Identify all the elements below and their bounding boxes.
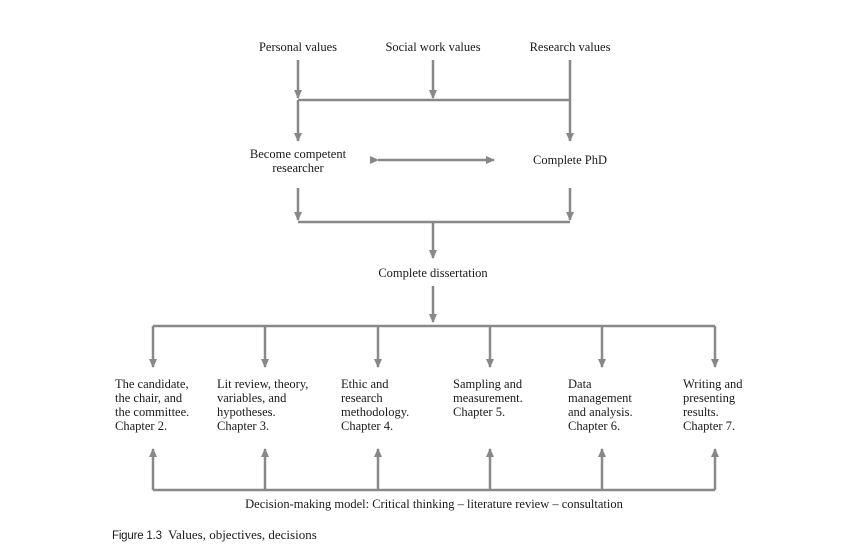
figure-number: Figure 1.3: [112, 530, 162, 542]
social-work-values-label: Social work values: [385, 40, 481, 54]
figure-title: Values, objectives, decisions: [168, 527, 317, 542]
chapter-2-label: The candidate, the chair, and the commit…: [115, 377, 190, 433]
complete-phd-label: Complete PhD: [533, 153, 607, 167]
chapter-6-label: Data management and analysis. Chapter 6.: [568, 377, 633, 433]
figure-caption: Figure 1.3 Values, objectives, decisions: [112, 527, 317, 543]
complete-dissertation-label: Complete dissertation: [378, 266, 488, 280]
personal-values-label: Personal values: [258, 40, 338, 54]
decision-model-label: Decision-making model: Critical thinking…: [245, 497, 623, 511]
chapter-3-label: Lit review, theory, variables, and hypot…: [217, 377, 309, 433]
chapter-7-label: Writing and presenting results. Chapter …: [683, 377, 743, 433]
chapter-5-label: Sampling and measurement. Chapter 5.: [453, 377, 523, 419]
competent-researcher-label: Become competent researcher: [249, 147, 347, 175]
chapter-4-label: Ethic and research methodology. Chapter …: [341, 377, 410, 433]
research-values-label: Research values: [529, 40, 611, 54]
